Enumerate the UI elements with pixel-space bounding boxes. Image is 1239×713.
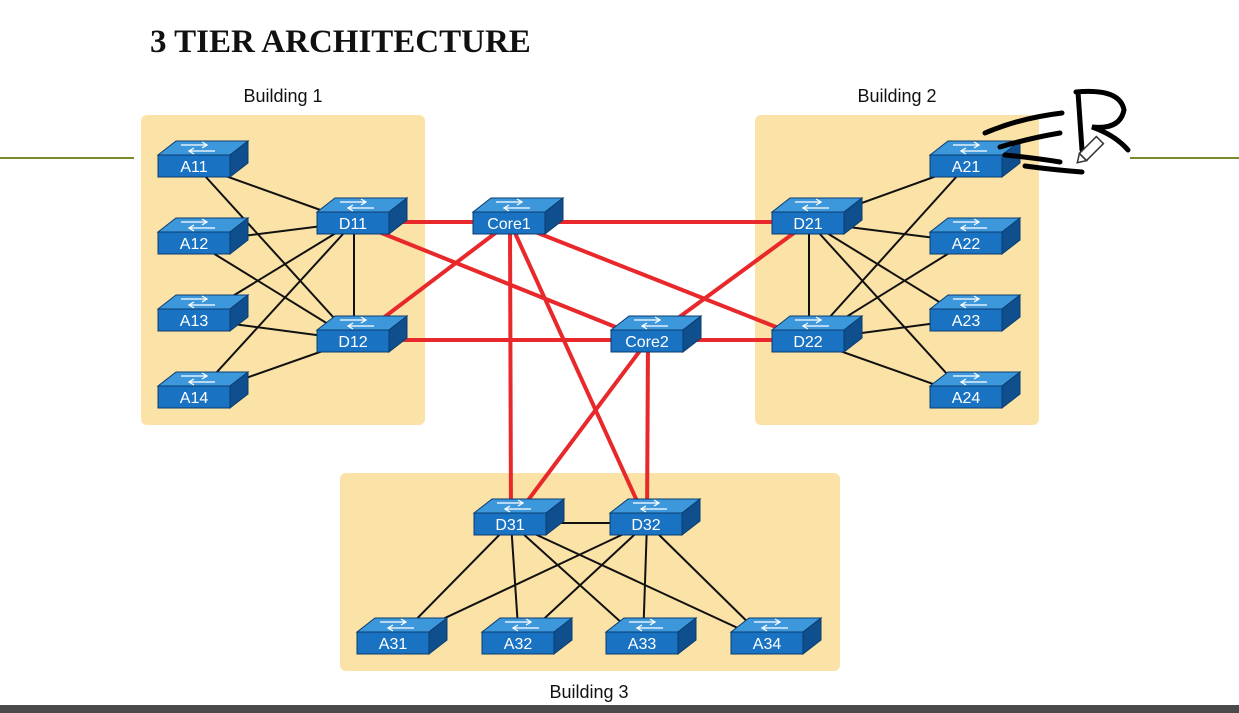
switch-d12: D12 bbox=[315, 314, 409, 354]
link-a14-d11 bbox=[194, 221, 355, 397]
switch-core1: Core1 bbox=[471, 196, 565, 236]
building-1-label: Building 1 bbox=[243, 86, 322, 106]
right-divider-line bbox=[1130, 157, 1239, 159]
building-2-label: Building 2 bbox=[857, 86, 936, 106]
switch-a13: A13 bbox=[156, 293, 250, 333]
switch-label-a21: A21 bbox=[952, 159, 981, 176]
switch-label-core2: Core2 bbox=[625, 334, 669, 351]
switch-label-a34: A34 bbox=[753, 636, 782, 653]
switch-label-a32: A32 bbox=[504, 636, 533, 653]
core-link-d11-core2 bbox=[353, 220, 649, 342]
switch-a11: A11 bbox=[156, 139, 250, 179]
switch-label-d22: D22 bbox=[793, 334, 822, 351]
switch-d31: D31 bbox=[472, 497, 566, 537]
switch-d21: D21 bbox=[770, 196, 864, 236]
switch-d11: D11 bbox=[315, 196, 409, 236]
core-link-d31-core1 bbox=[508, 221, 513, 524]
link-a11-d12 bbox=[194, 164, 355, 341]
switch-d32: D32 bbox=[608, 497, 702, 537]
switch-label-d11: D11 bbox=[339, 216, 367, 233]
switch-a23: A23 bbox=[928, 293, 1022, 333]
switch-a12: A12 bbox=[156, 216, 250, 256]
switch-label-a24: A24 bbox=[952, 390, 981, 407]
switch-a32: A32 bbox=[480, 616, 574, 656]
handwritten-scribble bbox=[982, 88, 1131, 175]
bottom-bar bbox=[0, 705, 1239, 713]
switch-a33: A33 bbox=[604, 616, 698, 656]
page-title: 3 TIER ARCHITECTURE bbox=[150, 24, 531, 60]
switch-label-a22: A22 bbox=[952, 236, 981, 253]
link-a34-d31 bbox=[510, 522, 769, 643]
switch-a34: A34 bbox=[729, 616, 823, 656]
switch-label-a11: A11 bbox=[180, 159, 207, 176]
core-link-d31-core2 bbox=[509, 338, 650, 525]
switch-label-a31: A31 bbox=[379, 636, 408, 653]
switch-label-a13: A13 bbox=[180, 313, 209, 330]
switch-a14: A14 bbox=[156, 370, 250, 410]
building-3-label: Building 3 bbox=[549, 682, 628, 702]
pencil-cursor-icon bbox=[1076, 135, 1105, 164]
link-a21-d22 bbox=[808, 164, 968, 341]
switch-label-a14: A14 bbox=[180, 390, 209, 407]
building-3-area bbox=[340, 473, 840, 671]
left-divider-line bbox=[0, 157, 134, 159]
core-link-d32-core1 bbox=[508, 221, 649, 524]
switch-label-a23: A23 bbox=[952, 313, 981, 330]
switch-a21: A21 bbox=[928, 139, 1022, 179]
switch-label-core1: Core1 bbox=[487, 216, 531, 233]
core-link-d22-core1 bbox=[509, 220, 810, 342]
switch-core2: Core2 bbox=[609, 314, 703, 354]
core-link-d32-core2 bbox=[645, 339, 650, 524]
link-a24-d21 bbox=[808, 221, 968, 397]
switch-label-a12: A12 bbox=[180, 236, 209, 253]
switch-label-d12: D12 bbox=[338, 334, 367, 351]
switch-a22: A22 bbox=[928, 216, 1022, 256]
switch-a24: A24 bbox=[928, 370, 1022, 410]
switch-label-d31: D31 bbox=[495, 517, 524, 534]
switch-a31: A31 bbox=[355, 616, 449, 656]
switch-label-a33: A33 bbox=[628, 636, 657, 653]
switch-label-d32: D32 bbox=[631, 517, 660, 534]
switch-d22: D22 bbox=[770, 314, 864, 354]
switch-label-d21: D21 bbox=[793, 216, 822, 233]
